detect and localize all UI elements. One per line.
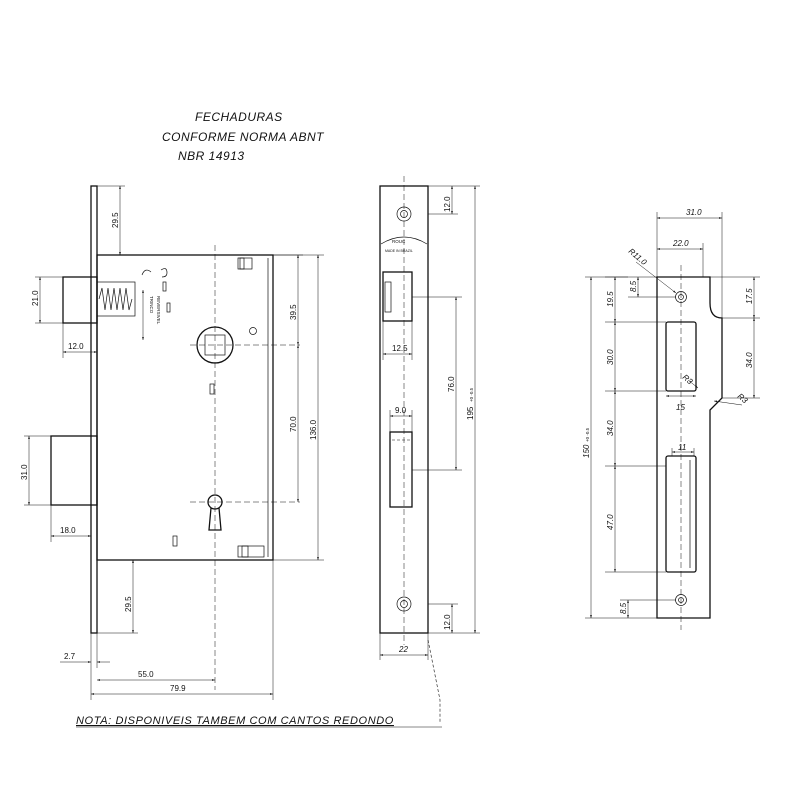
- latch-spring: [98, 287, 133, 311]
- dim-r11-0: R11.0: [627, 247, 649, 268]
- dim-22-0: 22.0: [672, 239, 689, 248]
- faceplate-logo: ROUC: [392, 239, 406, 244]
- title-line-2: CONFORME NORMA ABNT: [162, 130, 325, 144]
- dim-12-5: 12.5: [392, 344, 408, 353]
- dim-8-5-top: 8.5: [629, 280, 638, 292]
- dim-faceplate-bottom-12: 12.0: [443, 614, 452, 630]
- dim-17-5: 17.5: [745, 288, 754, 304]
- dim-15: 15: [676, 403, 685, 412]
- dim-8-5-bottom: 8.5: [619, 602, 628, 614]
- dim-55-0: 55.0: [138, 670, 154, 679]
- dim-150-tolerance: +0 -0.5: [585, 427, 590, 442]
- dim-70-0: 70.0: [289, 416, 298, 432]
- label-reversivel: REVERSIVEL: [156, 296, 161, 325]
- dim-195: 195: [466, 406, 475, 420]
- dim-bolt-width: 18.0: [60, 526, 76, 535]
- screw-hole: [249, 327, 257, 335]
- dim-bottom-29-5: 29.5: [124, 596, 133, 612]
- spring-housing: [96, 281, 136, 317]
- latch-opening: [382, 271, 413, 322]
- dim-31-0: 31.0: [686, 208, 702, 217]
- title-line-1: FECHADURAS: [195, 110, 283, 124]
- dim-top-29-5: 29.5: [111, 212, 120, 228]
- faceplate-view: ROUC MADE IN BRAZIL 12.0 12.5 9.0 76.0 1…: [379, 176, 480, 722]
- hook-detail: [141, 269, 152, 276]
- dim-r3-a: R3: [681, 373, 695, 387]
- latch-bolt: [62, 276, 98, 324]
- dim-19-5: 19.5: [606, 291, 615, 307]
- strike-plate-view: 31.0 22.0 R11.0 8.5 19.5 17.5 30.0 34.0 …: [582, 208, 760, 630]
- dim-34-0-left: 34.0: [606, 420, 615, 436]
- lock-side-view: TRINCO REVERSIVEL 29.5 21.0: [20, 185, 324, 700]
- dim-30-0: 30.0: [606, 349, 615, 365]
- dim-79-9: 79.9: [170, 684, 186, 693]
- title-line-3: NBR 14913: [178, 149, 245, 163]
- dim-39-5: 39.5: [289, 304, 298, 320]
- dim-150: 150: [582, 444, 591, 458]
- dim-faceplate-top-12: 12.0: [443, 196, 452, 212]
- dim-latch-width: 12.0: [68, 342, 84, 351]
- dim-11: 11: [678, 443, 686, 452]
- lock-body: [96, 254, 274, 561]
- dim-195-tolerance: +0 -0.5: [469, 387, 474, 402]
- made-in-label: MADE IN BRAZIL: [385, 249, 413, 253]
- dim-76-0: 76.0: [447, 376, 456, 392]
- dim-9-0: 9.0: [395, 406, 407, 415]
- dim-2-7: 2.7: [64, 652, 76, 661]
- bottom-screw-hole: [396, 596, 412, 612]
- front-plate: [90, 185, 98, 634]
- dim-34-0-right: 34.0: [745, 352, 754, 368]
- dim-r3-b: R3: [736, 392, 750, 406]
- dim-136-0: 136.0: [309, 419, 318, 440]
- strike-plate: [656, 276, 723, 619]
- dim-47-0: 47.0: [606, 514, 615, 530]
- top-screw-hole: [396, 206, 412, 222]
- strike-latch-window: [665, 321, 697, 392]
- label-trinco: TRINCO: [149, 296, 154, 314]
- dim-width-22: 22: [398, 645, 408, 654]
- bolt-opening: [389, 431, 413, 508]
- strike-bolt-window: [665, 455, 697, 573]
- dim-bolt-height: 31.0: [20, 464, 29, 480]
- dim-latch-height: 21.0: [31, 290, 40, 306]
- title-block: FECHADURAS CONFORME NORMA ABNT NBR 14913: [162, 110, 325, 163]
- dead-bolt: [50, 435, 98, 506]
- note-block: NOTA: DISPONIVEIS TAMBEM COM CANTOS REDO…: [76, 715, 442, 728]
- note-text: NOTA: DISPONIVEIS TAMBEM COM CANTOS REDO…: [76, 715, 394, 727]
- note-leader: [427, 639, 441, 722]
- logo-arc: [380, 236, 428, 245]
